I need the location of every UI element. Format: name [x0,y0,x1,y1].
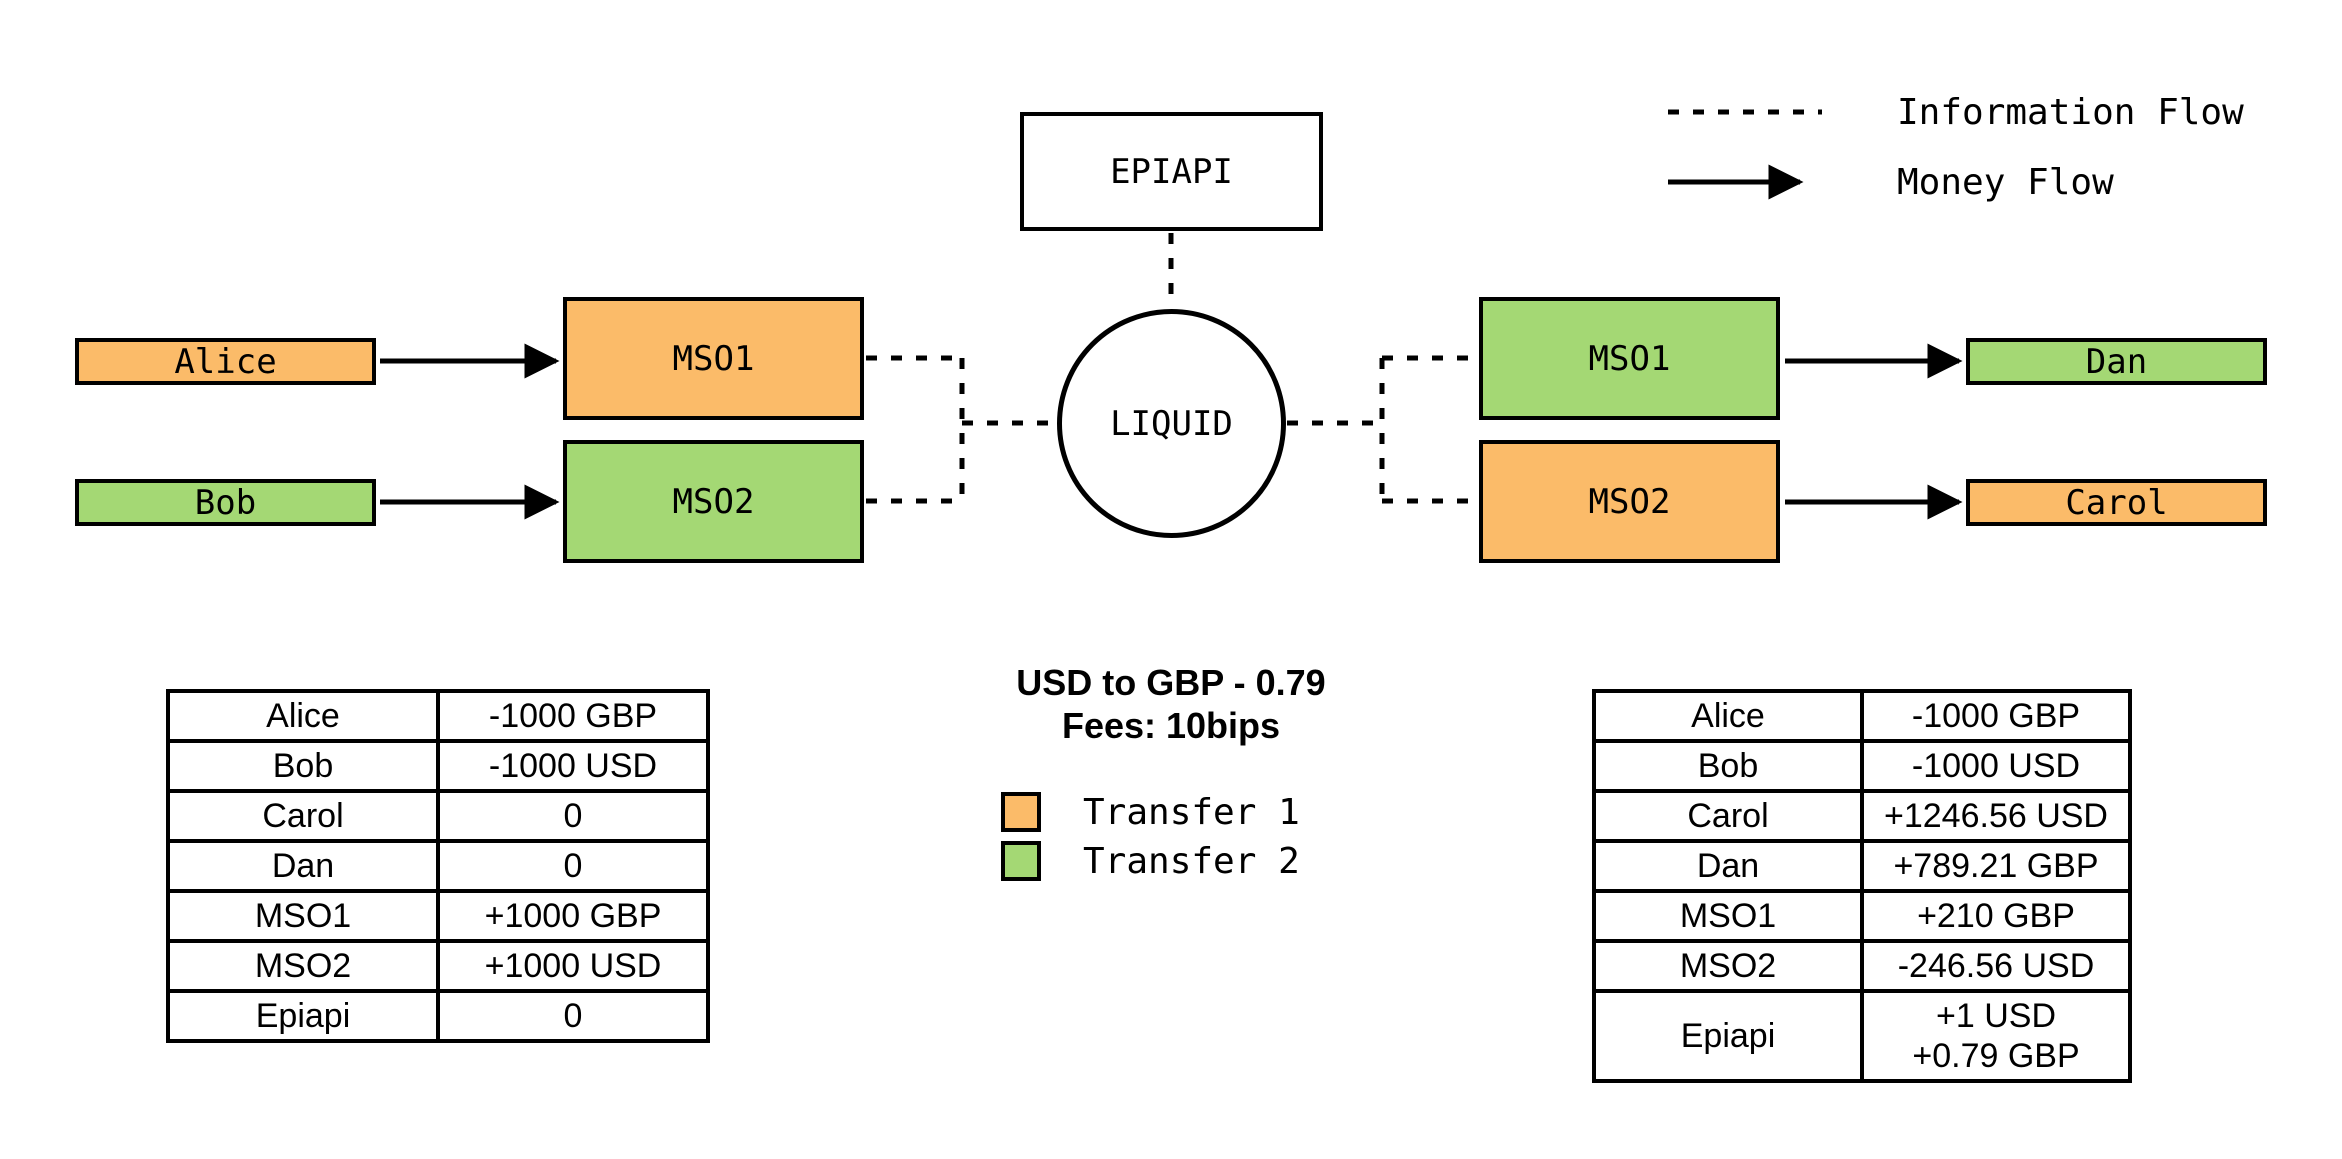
node-epiapi: EPIAPI [1020,112,1323,231]
balance-cell: +1000 USD [436,939,710,993]
node-liquid: LIQUID [1057,309,1286,538]
balance-table-before: Alice -1000 GBP Bob -1000 USD Carol 0 Da… [166,689,710,1043]
entity-cell: Alice [1592,689,1864,743]
balance-cell: -246.56 USD [1860,939,2132,993]
table-row: MSO1 +1000 GBP [166,889,710,943]
node-carol: Carol [1966,479,2267,526]
node-mso1-right: MSO1 [1479,297,1780,420]
transfer1-color-swatch [1001,792,1041,832]
entity-cell: MSO1 [1592,889,1864,943]
entity-cell: Bob [166,739,440,793]
node-bob: Bob [75,479,376,526]
entity-cell: MSO2 [166,939,440,993]
node-mso1-left: MSO1 [563,297,864,420]
entity-cell: Carol [1592,789,1864,843]
entity-cell: Alice [166,689,440,743]
entity-cell: MSO2 [1592,939,1864,993]
balance-table-after: Alice -1000 GBP Bob -1000 USD Carol +124… [1592,689,2132,1083]
balance-cell: -1000 USD [1860,739,2132,793]
balance-cell: +1246.56 USD [1860,789,2132,843]
legend-information-flow-label: Information Flow [1897,92,2244,133]
node-alice: Alice [75,338,376,385]
node-carol-label: Carol [2065,482,2168,523]
transfer2-label: Transfer 2 [1083,840,1300,882]
table-row: MSO1 +210 GBP [1592,889,2132,943]
table-row: Alice -1000 GBP [166,689,710,743]
entity-cell: Epiapi [166,989,440,1043]
legend-money-flow-label: Money Flow [1897,162,2114,203]
table-row: MSO2 +1000 USD [166,939,710,993]
table-row: Carol 0 [166,789,710,843]
node-bob-label: Bob [194,482,257,523]
table-row: Bob -1000 USD [1592,739,2132,793]
table-row: Bob -1000 USD [166,739,710,793]
node-mso2-left: MSO2 [563,440,864,563]
transfer2-legend-row: Transfer 2 [1001,840,1300,882]
exchange-fees-text: Fees: 10bips [1061,705,1281,746]
node-mso1-right-label: MSO1 [1588,338,1671,379]
entity-cell: MSO1 [166,889,440,943]
balance-cell: +1000 GBP [436,889,710,943]
table-row: Dan +789.21 GBP [1592,839,2132,893]
entity-cell: Bob [1592,739,1864,793]
node-mso2-right: MSO2 [1479,440,1780,563]
balance-cell: +789.21 GBP [1860,839,2132,893]
table-row: MSO2 -246.56 USD [1592,939,2132,993]
entity-cell: Dan [1592,839,1864,893]
node-dan-label: Dan [2085,341,2148,382]
entity-cell: Carol [166,789,440,843]
transfer1-label: Transfer 1 [1083,791,1300,833]
node-epiapi-label: EPIAPI [1110,151,1233,192]
exchange-rate-text: USD to GBP - 0.79 [1016,662,1326,703]
transfer1-legend-row: Transfer 1 [1001,791,1300,833]
node-dan: Dan [1966,338,2267,385]
table-row: Dan 0 [166,839,710,893]
entity-cell: Epiapi [1592,989,1864,1083]
node-mso2-left-label: MSO2 [672,481,755,522]
table-row: Epiapi 0 [166,989,710,1043]
balance-cell: -1000 GBP [1860,689,2132,743]
exchange-info: USD to GBP - 0.79 Fees: 10bips [871,661,1471,747]
table-row: Alice -1000 GBP [1592,689,2132,743]
table-row: Carol +1246.56 USD [1592,789,2132,843]
node-mso2-right-label: MSO2 [1588,481,1671,522]
transfer2-color-swatch [1001,841,1041,881]
balance-cell: +210 GBP [1860,889,2132,943]
balance-cell: 0 [436,989,710,1043]
balance-cell: 0 [436,789,710,843]
entity-cell: Dan [166,839,440,893]
table-row: Epiapi +1 USD +0.79 GBP [1592,989,2132,1083]
node-alice-label: Alice [174,341,277,382]
node-liquid-label: LIQUID [1110,403,1233,444]
balance-cell: 0 [436,839,710,893]
balance-cell: +1 USD +0.79 GBP [1860,989,2132,1083]
balance-cell: -1000 USD [436,739,710,793]
node-mso1-left-label: MSO1 [672,338,755,379]
balance-cell: -1000 GBP [436,689,710,743]
